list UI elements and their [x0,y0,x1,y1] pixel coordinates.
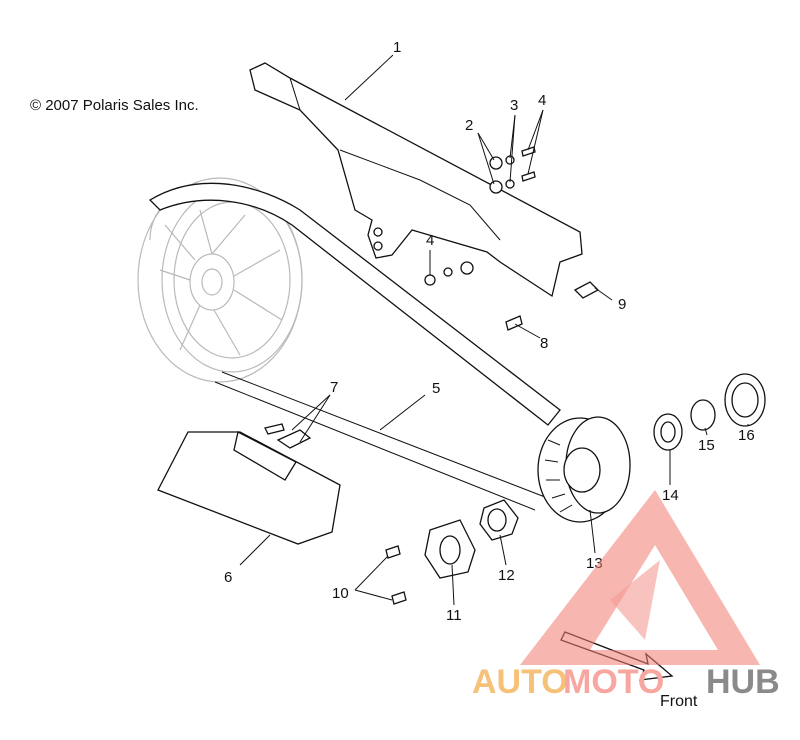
callout-4a: 4 [538,92,546,109]
callout-15: 15 [698,437,715,454]
leader-lines [239,54,749,606]
callout-11: 11 [446,607,462,624]
copyright-text: © 2007 Polaris Sales Inc. [30,97,199,114]
lower-belt-guard [157,423,341,545]
callout-1: 1 [393,39,401,56]
front-label: Front [660,693,698,710]
callout-4b: 4 [426,232,434,249]
callout-3: 3 [510,97,518,114]
drive-belt [148,182,561,511]
watermark-moto: MOTO [563,663,664,701]
callout-10: 10 [332,585,349,602]
rear-sprocket [537,416,631,523]
watermark-auto: AUTO [472,663,568,701]
spacers-and-seals [653,373,766,451]
watermark-hub: HUB [706,663,780,701]
callout-2: 2 [465,117,473,134]
plate-bolts [385,545,407,605]
callout-5: 5 [432,380,440,397]
guard-fasteners [424,146,600,331]
callout-12: 12 [498,567,515,584]
callout-7: 7 [330,379,338,396]
retainer-plate [424,519,476,579]
watermark-logo [520,490,760,665]
callout-16: 16 [738,427,755,444]
callout-8: 8 [540,335,548,352]
sprocket-nut [479,499,519,541]
callout-9: 9 [618,296,626,313]
callout-14: 14 [662,487,679,504]
watermark-text: AUTO MOTO HUB [472,663,780,701]
belt-guard [249,62,583,298]
callout-6: 6 [224,569,232,586]
